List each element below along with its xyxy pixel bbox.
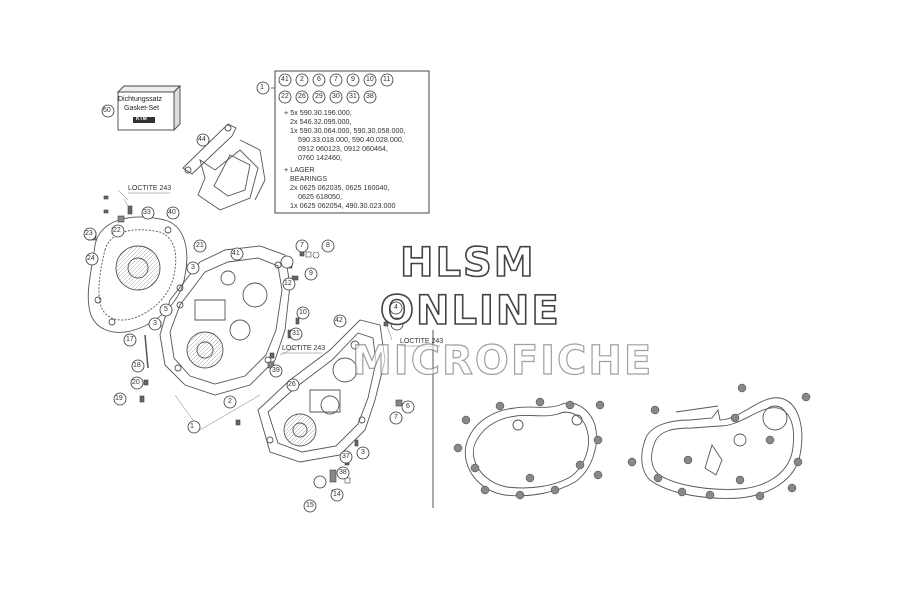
callout-number: 7	[394, 414, 398, 421]
callout-number: 20	[132, 379, 140, 386]
gasket-right	[641, 397, 803, 499]
callout-number: 12	[284, 280, 292, 287]
kit-number-circles	[278, 73, 394, 104]
callout-number: 9	[309, 270, 313, 277]
ignition-cover	[87, 216, 188, 333]
watermark-line2: ONLINE	[379, 287, 561, 335]
callout-number: 31	[292, 330, 300, 337]
kit-callout-1: 1	[260, 84, 264, 91]
gasket-left	[464, 402, 597, 497]
callout-number: 8	[326, 242, 330, 249]
callout-number: 5	[395, 320, 399, 327]
gasket-set-callout: 60	[103, 107, 111, 114]
callout-number: 33	[143, 209, 151, 216]
kit-line: 1x 0625 062054, 490.30.023.000	[290, 201, 396, 210]
callout-number: 26	[288, 381, 296, 388]
callout-number: 4	[394, 304, 398, 311]
watermark-line1: HLSM	[399, 239, 536, 287]
callout-number: 22	[113, 227, 121, 234]
kit-number: 31	[349, 93, 357, 100]
callout-number: 3	[191, 264, 195, 271]
callout-number: 18	[133, 362, 141, 369]
kit-line: 2x 0625 062035, 0625 160040,	[290, 183, 390, 192]
gasket-left-bolts	[453, 397, 605, 500]
callout-number: 1	[190, 423, 194, 430]
kit-number: 6	[317, 76, 321, 83]
callout-number: 44	[198, 136, 206, 143]
callout-number: 37	[342, 453, 350, 460]
kit-line: 590.33.018.000, 590.40.028.000,	[298, 135, 404, 144]
callout-number: 6	[406, 403, 410, 410]
loctite-label: LOCTITE 243	[128, 185, 172, 192]
leader-lines	[117, 189, 393, 431]
kit-line: 0912 060123, 0912 060464,	[298, 144, 388, 153]
callout-number: 39	[272, 367, 280, 374]
bracket-part	[182, 123, 266, 211]
kit-line: + LAGER	[284, 165, 315, 174]
callout-number: 3	[361, 449, 365, 456]
kit-number: 38	[366, 93, 374, 100]
gasket-set-label-de: Dichtungssatz	[118, 96, 162, 103]
crankcase-left-half	[159, 245, 291, 396]
kit-number: 30	[332, 93, 340, 100]
callout-number: 15	[306, 502, 314, 509]
callout-number: 21	[196, 242, 204, 249]
callout-number: 10	[299, 309, 307, 316]
kit-line: 0760 142460,	[298, 153, 342, 162]
callout-number: 3	[153, 320, 157, 327]
kit-number: 2	[300, 76, 304, 83]
callout-number: 40	[168, 209, 176, 216]
callout-circles	[83, 81, 415, 513]
gasket-set-brand: KTM	[136, 116, 147, 122]
parts-kit-box	[274, 70, 430, 214]
callout-number: 17	[126, 336, 134, 343]
kit-line: 2x 546.32.095.000,	[290, 117, 352, 126]
kit-number: 7	[334, 76, 338, 83]
kit-line: + 5x 590.30.196.000,	[284, 108, 352, 117]
kit-number: 41	[281, 76, 289, 83]
callout-number: 23	[85, 230, 93, 237]
loctite-label: LOCTITE 243	[400, 338, 444, 345]
kit-number: 29	[315, 93, 323, 100]
kit-line: 0625 618050,	[298, 192, 342, 201]
kit-line: 1x 590.30.064.000, 590.30.058.000,	[290, 126, 406, 135]
gasket-set-label-en: Gasket-Set	[124, 105, 160, 112]
gasket-right-bolts	[627, 383, 811, 501]
kit-number: 10	[366, 76, 374, 83]
callout-number: 19	[115, 395, 123, 402]
callout-number: 5	[164, 306, 168, 313]
gasket-set-box	[116, 84, 182, 132]
callout-number: 7	[300, 242, 304, 249]
callout-number: 41	[232, 250, 240, 257]
callout-number: 2	[228, 398, 232, 405]
kit-line: BEARINGS	[290, 174, 328, 183]
loctite-label: LOCTITE 243	[282, 345, 326, 352]
callout-number: 14	[333, 491, 341, 498]
kit-number: 22	[281, 93, 289, 100]
crankcase-right-half	[257, 319, 386, 463]
kit-number: 26	[298, 93, 306, 100]
callout-number: 42	[335, 317, 343, 324]
kit-number: 9	[351, 76, 355, 83]
callout-number: 24	[87, 255, 95, 262]
watermark-line3: MICROFICHE	[351, 337, 654, 384]
kit-number: 11	[383, 76, 391, 83]
callout-number: 38	[339, 469, 347, 476]
